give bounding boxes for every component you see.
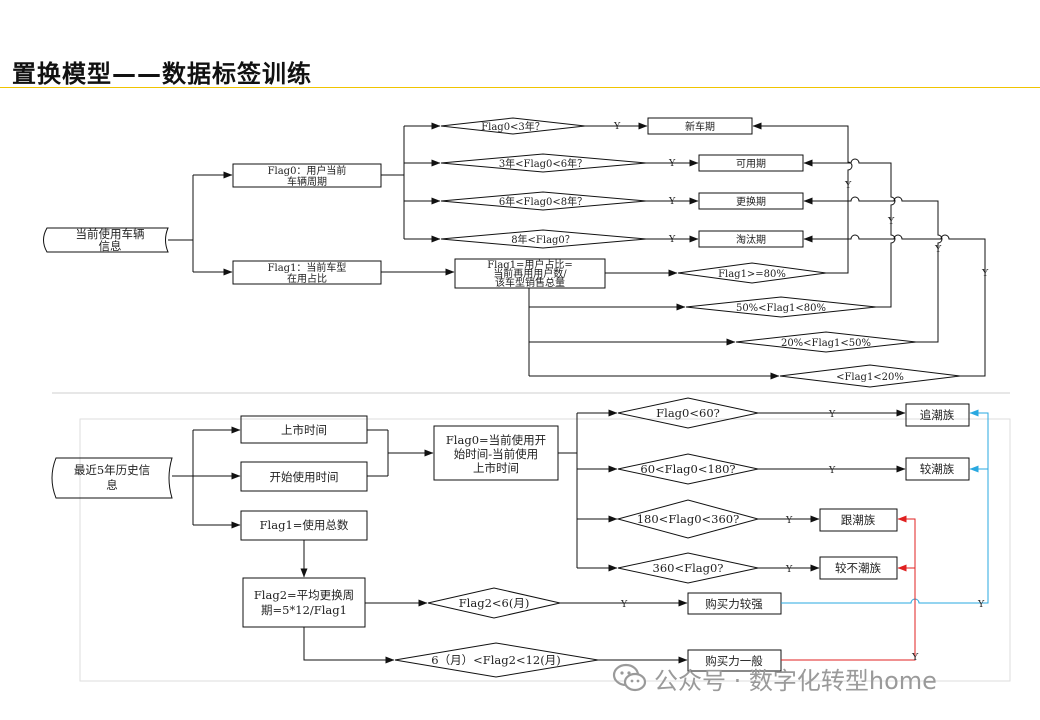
top-flag0-line1: Flag0：用户当前 <box>268 164 347 177</box>
top-yes-label: Y <box>981 268 989 279</box>
bottom-cond2-1-label: 6（月）<Flag2<12(月) <box>431 653 560 667</box>
top-texts: 当前使用车辆 信息 Flag0：用户当前 车辆周期 Flag1：当前车型 在用占… <box>76 120 990 383</box>
top-yes-label: Y <box>613 121 621 132</box>
top-input-shape <box>43 227 169 253</box>
bottom-yes-label: Y <box>911 652 919 663</box>
bottom-cond2-label: 180<Flag0<360? <box>637 512 740 526</box>
bottom-result2-0-label: 购买力较强 <box>705 597 763 611</box>
top-cond1-3-label: <Flag1<20% <box>836 372 904 383</box>
bottom-yes-label: Y <box>785 564 793 575</box>
top-input-line1: 当前使用车辆 <box>76 227 145 241</box>
top-flag1-line1: Flag1：当前车型 <box>268 261 347 274</box>
bottom-input-line2: 息 <box>106 478 118 492</box>
page-title: 置换模型——数据标签训练 <box>12 60 312 88</box>
top-yes-label: Y <box>887 216 895 227</box>
top-result3-box <box>698 230 804 248</box>
top-yes-label: Y <box>668 234 676 245</box>
top-input-line2: 信息 <box>99 239 122 253</box>
bottom-colored-links <box>781 409 989 661</box>
top-result1-label: 可用期 <box>736 158 766 170</box>
bottom-yes-label: Y <box>828 465 836 476</box>
top-result3-label: 淘汰期 <box>736 233 766 246</box>
top-result1-box <box>698 154 804 172</box>
watermark: 公众号 · 数字化转型home <box>612 660 937 696</box>
top-cond1-0-label: Flag1>=80% <box>718 269 786 280</box>
top-flowchart <box>43 117 986 388</box>
top-result2-label: 更换期 <box>736 195 766 208</box>
bottom-flag2-line1: Flag2=平均更换周 <box>254 588 354 602</box>
top-cond1-1-label: 50%<Flag1<80% <box>736 303 826 314</box>
top-yes-label: Y <box>934 244 942 255</box>
top-cond0-label: Flag0<3年？ <box>481 120 545 133</box>
bottom-texts: 最近5年历史信 息 上市时间 开始使用时间 Flag1=使用总数 Flag0=当… <box>74 406 985 668</box>
bottom-start-label: 开始使用时间 <box>270 470 339 484</box>
bottom-formula-line1: Flag0=当前使用开 <box>446 433 546 447</box>
top-formula-line1: Flag1=用户占比= <box>487 258 573 271</box>
top-formula-line2: 当前再用用户数/ <box>493 267 567 280</box>
top-result0-box <box>647 117 753 135</box>
top-result2-box <box>698 192 804 210</box>
watermark-text: 公众号 · 数字化转型home <box>654 666 937 695</box>
bottom-yes-label: Y <box>785 515 793 526</box>
bottom-result3-label: 较不潮族 <box>835 561 881 575</box>
bottom-yes-label: Y <box>620 599 628 610</box>
bottom-flowchart <box>51 397 970 678</box>
bottom-result1-label: 较潮族 <box>920 462 955 476</box>
bottom-yes-label: Y <box>977 599 985 610</box>
bottom-result0-label: 追潮族 <box>920 408 955 422</box>
top-yes-label: Y <box>844 180 852 191</box>
bottom-yes-label: Y <box>828 409 836 420</box>
top-result0-label: 新车期 <box>685 120 715 133</box>
bottom-result1-box <box>905 457 970 481</box>
top-cond2-label: 6年<Flag0<8年？ <box>499 195 587 208</box>
bottom-launch-label: 上市时间 <box>281 423 327 437</box>
top-cond1-2-label: 20%<Flag1<50% <box>781 338 871 349</box>
bottom-input-line1: 最近5年历史信 <box>74 463 150 477</box>
top-formula-line3: 该车型销售总量 <box>495 276 565 289</box>
wechat-icon <box>612 663 647 692</box>
top-cond3-label: 8年<Flag0？ <box>511 233 575 246</box>
bottom-result2-label: 跟潮族 <box>841 513 876 527</box>
top-yes-label: Y <box>668 196 676 207</box>
bottom-flag1-label: Flag1=使用总数 <box>260 518 349 532</box>
bottom-formula-line3: 上市时间 <box>473 461 519 475</box>
bottom-result3-box <box>819 556 898 580</box>
top-cond1-label: 3年<Flag0<6年？ <box>499 157 587 170</box>
top-flag0-line2: 车辆周期 <box>287 175 327 188</box>
title-underline <box>0 87 1040 88</box>
bottom-cond3-label: 360<Flag0? <box>653 561 724 575</box>
bottom-cond1-label: 60<Flag0<180? <box>640 462 735 476</box>
bottom-result2-1-label: 购买力一般 <box>705 654 763 668</box>
bottom-flag2-line2: 期=5*12/Flag1 <box>261 603 347 617</box>
bottom-result2-box <box>819 508 898 532</box>
bottom-cond2-0-label: Flag2<6(月) <box>459 596 530 610</box>
bottom-cond0-label: Flag0<60? <box>656 406 720 420</box>
bottom-formula-line2: 始时间-当前使用 <box>454 447 538 461</box>
bottom-result0-box <box>905 403 970 427</box>
bottom-input-shape <box>51 457 173 499</box>
top-yes-label: Y <box>668 158 676 169</box>
top-flag1-line2: 在用占比 <box>287 272 327 285</box>
